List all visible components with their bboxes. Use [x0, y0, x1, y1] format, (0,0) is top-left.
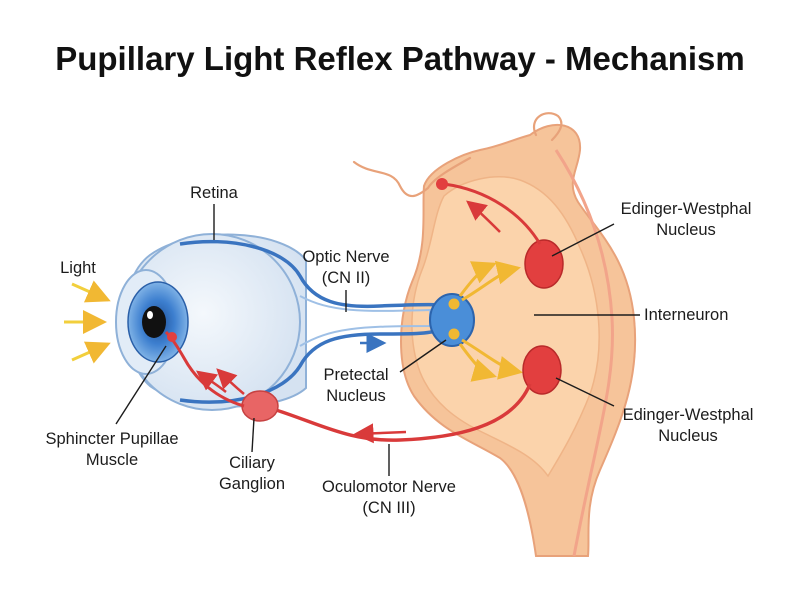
- brain-top-contour: [352, 156, 472, 198]
- optic-nerve-upper: [179, 239, 441, 309]
- ciliary-arrow-2: [216, 368, 245, 395]
- label-retina: Retina: [190, 184, 239, 202]
- label-ciliary-line1: Ciliary: [229, 454, 276, 472]
- label-interneuron: Interneuron: [644, 306, 728, 324]
- oculomotor-nerve: [275, 383, 532, 442]
- pupil: [142, 306, 166, 338]
- diagram-title: Pupillary Light Reflex Pathway - Mechani…: [55, 40, 745, 77]
- eye: [115, 233, 307, 411]
- ew-nucleus-lower: [522, 345, 562, 395]
- brain-top-curl: [533, 112, 563, 142]
- label-ew-upper-line2: Nucleus: [656, 221, 716, 239]
- label-light: Light: [60, 259, 96, 277]
- sphincter-terminal: [167, 332, 177, 342]
- pupil-highlight: [147, 311, 153, 319]
- label-sphincter-line1: Sphincter Pupillae: [46, 430, 179, 448]
- label-ciliary-line2: Ganglion: [219, 475, 285, 493]
- oculomotor-pathway: [164, 330, 532, 444]
- interneuron-projections: [458, 260, 523, 382]
- ciliary-arrow-1: [195, 370, 227, 393]
- interneuron-cell-upper: [448, 298, 460, 310]
- leader-sphincter: [115, 345, 167, 425]
- label-sphincter-line2: Muscle: [86, 451, 138, 469]
- interneuron-arrow-lower-2: [458, 343, 497, 382]
- leader-lines: [115, 204, 640, 476]
- interneuron-arrow-upper-2: [458, 261, 497, 297]
- label-ew-lower-line2: Nucleus: [658, 427, 718, 445]
- oculomotor-arrow: [353, 423, 407, 444]
- ew-upper-axon: [443, 182, 542, 245]
- pretectal-nucleus-body: [429, 293, 475, 347]
- label-optic-nerve-line1: Optic Nerve: [302, 248, 389, 266]
- label-ew-upper-line1: Edinger-Westphal: [621, 200, 752, 218]
- brainstem-midline: [554, 149, 614, 557]
- leader-ew-upper: [551, 223, 615, 257]
- light-ray-1: [71, 280, 111, 303]
- ew-nucleus-upper: [524, 239, 564, 289]
- light-rays: [64, 280, 111, 364]
- label-optic-nerve-line2: (CN II): [322, 269, 371, 287]
- label-ew-lower-line1: Edinger-Westphal: [623, 406, 754, 424]
- ew-upper-axon-terminal: [436, 178, 448, 190]
- leader-ew-lower: [555, 377, 615, 407]
- label-pretectal-line1: Pretectal: [323, 366, 388, 384]
- ciliary-ganglion: [241, 390, 279, 422]
- label-oculomotor-line2: (CN III): [362, 499, 415, 517]
- ew-upper-arrow: [466, 200, 501, 233]
- light-ray-3: [71, 341, 111, 364]
- pretectal-nucleus: [429, 293, 475, 347]
- interneuron-cell-lower: [448, 328, 460, 340]
- leader-pretectal: [399, 339, 447, 373]
- label-pretectal-line2: Nucleus: [326, 387, 386, 405]
- leader-ciliary: [251, 417, 255, 453]
- labels: Retina Light Optic Nerve (CN II) Edinger…: [46, 184, 754, 517]
- label-oculomotor-line1: Oculomotor Nerve: [322, 478, 456, 496]
